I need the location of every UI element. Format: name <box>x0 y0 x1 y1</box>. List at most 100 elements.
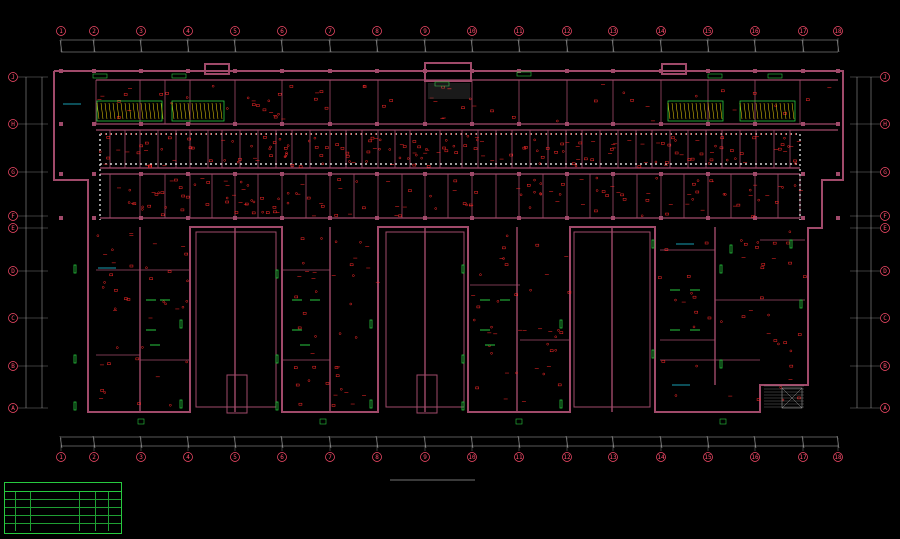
legend-cell <box>109 516 121 523</box>
electrical-symbol <box>661 360 666 363</box>
panel-hatch <box>116 102 120 120</box>
electrical-symbol <box>707 316 712 320</box>
panel-hatch <box>207 102 211 120</box>
electrical-symbol <box>114 289 118 292</box>
electrical-symbol <box>709 158 714 162</box>
panel-hatch <box>203 102 207 120</box>
electrical-symbol <box>690 157 695 161</box>
axis-circle <box>183 26 193 36</box>
electrical-symbol <box>788 230 792 234</box>
structural-column <box>611 172 615 176</box>
structural-column <box>706 69 710 73</box>
axis-circle <box>372 26 382 36</box>
electrical-symbol <box>529 288 532 292</box>
panel-hatch <box>695 102 699 120</box>
panel-hatch <box>96 102 100 120</box>
electrical-symbol <box>352 274 355 277</box>
electrical-symbol <box>285 153 288 156</box>
electrical-symbol <box>269 145 272 149</box>
electrical-symbol <box>567 291 572 294</box>
panel-hatch <box>171 102 175 120</box>
electrical-symbol <box>294 295 298 299</box>
panel-hatch <box>136 102 140 120</box>
green-device <box>73 354 77 364</box>
structural-column <box>753 172 757 176</box>
green-device <box>559 319 563 329</box>
axis-label-row: B <box>11 363 15 370</box>
axis-circle <box>880 361 890 371</box>
structural-column <box>139 216 143 220</box>
axis-circle <box>56 452 66 462</box>
electrical-symbol <box>141 346 144 349</box>
electrical-symbol <box>145 141 149 145</box>
electrical-symbol <box>314 290 318 293</box>
electrical-symbol <box>554 349 557 352</box>
electrical-symbol <box>211 84 215 88</box>
electrical-symbol <box>234 211 239 214</box>
electrical-symbol <box>412 163 417 167</box>
electrical-symbol <box>128 188 132 192</box>
structural-column <box>59 216 63 220</box>
structural-column <box>706 172 710 176</box>
axis-label-col: 16 <box>751 454 759 461</box>
electrical-symbol <box>106 156 110 160</box>
structural-column <box>375 122 379 126</box>
electrical-symbol <box>797 333 802 336</box>
green-device <box>651 239 655 249</box>
electrical-symbol <box>167 270 172 273</box>
axis-label-col: 10 <box>468 28 476 35</box>
electrical-symbol <box>542 372 546 376</box>
electrical-symbol <box>540 155 545 159</box>
electrical-symbol <box>313 136 317 140</box>
structural-column <box>836 69 840 73</box>
electrical-symbol <box>246 184 250 187</box>
electrical-symbol <box>412 140 417 143</box>
legend-rows <box>5 492 121 531</box>
electrical-symbol <box>783 112 787 115</box>
electrical-symbol <box>345 151 350 155</box>
entrance-marker <box>719 418 727 425</box>
electrical-symbol <box>294 366 298 369</box>
axis-label-col: 3 <box>139 28 143 35</box>
electrical-symbol <box>561 183 565 186</box>
structural-column <box>280 69 284 73</box>
axis-label-col: 16 <box>751 28 759 35</box>
electrical-symbol <box>164 206 168 209</box>
electrical-symbol <box>664 248 669 251</box>
structural-column <box>565 172 569 176</box>
electrical-symbol <box>320 205 325 208</box>
electrical-symbol <box>526 184 531 187</box>
structural-column <box>801 122 805 126</box>
electrical-symbol <box>720 320 723 323</box>
electrical-symbol <box>739 152 744 155</box>
electrical-symbol <box>743 242 748 246</box>
electrical-symbol <box>475 386 479 390</box>
electrical-symbol <box>533 190 536 194</box>
axis-circle <box>325 26 335 36</box>
panel-hatch <box>104 102 108 120</box>
electrical-symbol <box>136 151 141 155</box>
electrical-symbol <box>268 147 271 151</box>
electrical-symbol <box>686 275 691 278</box>
electrical-symbol <box>719 146 724 150</box>
electrical-symbol <box>331 404 336 407</box>
electrical-symbol <box>476 305 481 309</box>
electrical-symbol <box>741 315 746 318</box>
panel-hatch <box>144 102 148 120</box>
electrical-symbol <box>704 241 709 245</box>
electrical-symbol <box>514 293 518 296</box>
electrical-symbol <box>273 115 278 119</box>
electrical-symbol <box>251 211 256 215</box>
structural-column <box>92 69 96 73</box>
electrical-symbol <box>760 296 764 300</box>
electrical-symbol <box>522 146 527 150</box>
panel-hatch <box>191 102 195 120</box>
electrical-symbol <box>226 107 229 110</box>
electrical-symbol <box>362 206 366 210</box>
electrical-symbol <box>185 300 189 303</box>
panel-hatch <box>671 102 675 120</box>
electrical-symbol <box>630 99 634 102</box>
electrical-symbol <box>184 252 188 256</box>
panel-hatch <box>751 102 755 120</box>
structural-column <box>423 69 427 73</box>
